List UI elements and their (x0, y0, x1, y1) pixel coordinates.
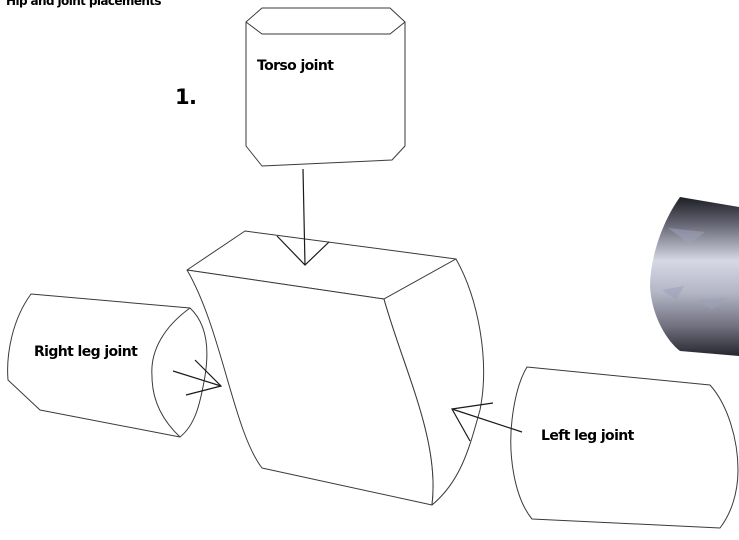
torso-joint-cylinder (245, 7, 406, 167)
torso-leader-arrow (276, 168, 330, 266)
metal-cylinder-object (650, 197, 739, 356)
left-leg-joint-label: Left leg joint (541, 428, 635, 444)
diagram-title: Hip and joint placements (6, 0, 161, 8)
step-number: 1. (175, 85, 196, 109)
hip-block (186, 230, 485, 506)
right-leg-joint-label: Right leg joint (34, 344, 138, 360)
left-leg-leader-arrow (451, 402, 523, 442)
left-leg-joint-cylinder (510, 366, 739, 529)
torso-joint-label: Torso joint (257, 58, 334, 74)
right-leg-leader-arrow (172, 359, 223, 396)
right-leg-joint-cylinder (7, 293, 208, 438)
